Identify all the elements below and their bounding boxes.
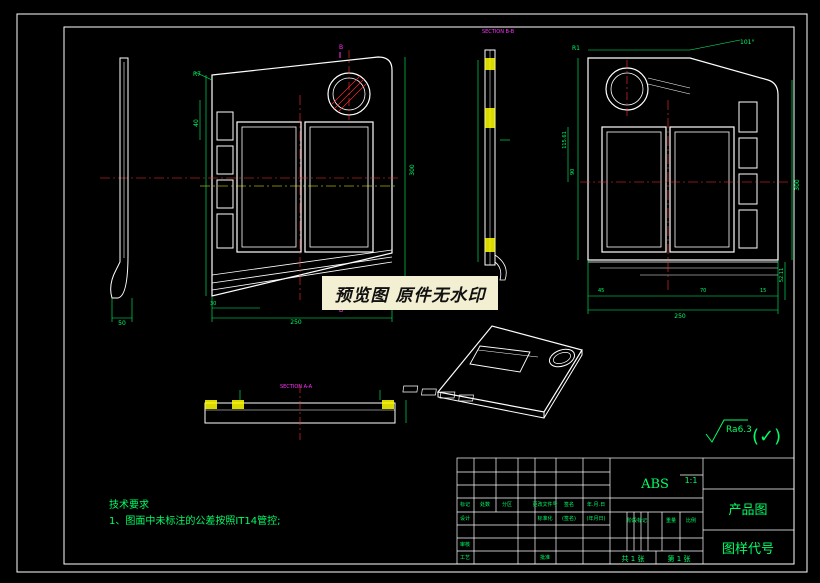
notes-title: 技术要求 bbox=[109, 498, 149, 511]
front-height-dim: 300 bbox=[409, 164, 416, 176]
title-header-sign: 签名 bbox=[564, 501, 574, 508]
title-material: ABS bbox=[640, 477, 669, 492]
right-top-dim: R1 bbox=[572, 45, 580, 52]
title-header-mark: 标记 bbox=[460, 501, 470, 508]
title-header-date: 年.月.日 bbox=[587, 501, 605, 508]
title-stage: 阶段标记 bbox=[627, 517, 647, 524]
section-a-a-label: SECTION A-A bbox=[280, 384, 313, 390]
title-sheet-no: 第 1 张 bbox=[668, 554, 691, 563]
section-a-a-view bbox=[204, 385, 407, 440]
right-dim-3: 45 bbox=[598, 288, 604, 294]
section-marker-b-top: B bbox=[339, 44, 343, 51]
notes-line-1: 1、图面中未标注的公差按照IT14管控; bbox=[109, 514, 281, 527]
title-sign: (签名) bbox=[562, 515, 576, 522]
right-dim-1: 115.61 bbox=[562, 131, 568, 149]
surface-finish-symbol bbox=[705, 419, 748, 443]
outer-border bbox=[16, 13, 808, 573]
title-block bbox=[456, 457, 795, 565]
right-height-dim: 300 bbox=[794, 179, 801, 191]
title-drawing-no: 图样代号 bbox=[722, 542, 774, 557]
title-sheet-total: 共 1 张 bbox=[622, 554, 645, 563]
front-top-dim: R7 bbox=[193, 71, 201, 78]
title-design: 设计 bbox=[460, 515, 470, 522]
title-header-count: 处数 bbox=[480, 501, 490, 508]
surface-finish-suffix: (✓) bbox=[752, 426, 781, 447]
title-process: 工艺 bbox=[460, 555, 470, 561]
front-dim-3: 30 bbox=[210, 301, 216, 307]
left-profile-view bbox=[110, 57, 133, 322]
right-angle-dim: 101° bbox=[740, 39, 754, 46]
title-weight: 重量 bbox=[666, 517, 676, 524]
isometric-view bbox=[402, 325, 583, 419]
title-header-zone: 分区 bbox=[502, 501, 512, 508]
side-width-dim: 50 bbox=[118, 320, 126, 327]
title-approve: 批准 bbox=[540, 554, 550, 561]
right-dim-5: 15 bbox=[760, 288, 766, 294]
right-width-dim: 250 bbox=[674, 313, 686, 320]
section-b-b-view bbox=[477, 49, 510, 281]
title-review: 审核 bbox=[460, 541, 470, 548]
front-view bbox=[100, 50, 406, 322]
title-scale: 1:1 bbox=[685, 476, 698, 485]
front-width-dim: 250 bbox=[290, 319, 302, 326]
title-date: (年月日) bbox=[587, 515, 606, 522]
right-dim-4: 70 bbox=[700, 288, 706, 294]
section-marker-b-bottom: B bbox=[339, 307, 343, 314]
title-ratio: 比例 bbox=[686, 517, 696, 524]
title-product: 产品图 bbox=[728, 503, 767, 518]
section-b-b-label: SECTION B-B bbox=[482, 29, 515, 35]
inner-border bbox=[63, 26, 795, 565]
surface-finish-value: Ra6.3 bbox=[726, 425, 752, 435]
front-slot-dim: 40 bbox=[193, 119, 200, 127]
title-header-change: 更改文件号 bbox=[532, 501, 557, 508]
front-dim-2: 90 bbox=[570, 169, 576, 175]
right-dim-2: 52.11 bbox=[779, 268, 785, 282]
title-standardize: 标准化 bbox=[537, 515, 552, 522]
preview-watermark: 预览图 原件无水印 bbox=[322, 276, 498, 310]
right-view bbox=[567, 39, 793, 314]
